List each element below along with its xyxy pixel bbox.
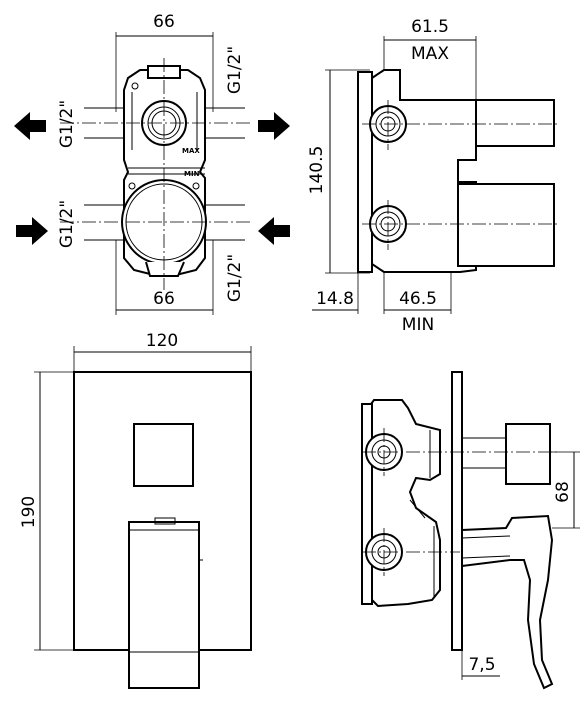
assembly-diverter-knob bbox=[505, 423, 551, 485]
max-stamp: MAX bbox=[182, 147, 200, 155]
outflow-arrow-left bbox=[14, 112, 46, 140]
plate-depth-dim-label: 7,5 bbox=[468, 655, 495, 675]
diverter-knob bbox=[133, 423, 194, 487]
offset-dim-label: 14.8 bbox=[316, 289, 354, 309]
width-dim-top-label: 66 bbox=[153, 12, 175, 32]
min-stamp: MIN bbox=[184, 170, 200, 178]
outflow-arrow-right bbox=[258, 112, 290, 140]
port-label-left-bottom: G1/2" bbox=[57, 200, 77, 248]
inflow-arrow-left bbox=[16, 217, 48, 245]
valve-body-front-view: 66 MAX MIN bbox=[14, 12, 290, 315]
assembly-valve-body bbox=[367, 399, 441, 608]
assembly-cover-plate bbox=[451, 371, 463, 651]
handle-offset-dim-label: 68 bbox=[553, 481, 573, 503]
outlet-nozzle-top bbox=[475, 99, 555, 147]
port-label-right-top: G1/2" bbox=[225, 46, 245, 94]
min-depth-dim-label: 46.5 bbox=[399, 289, 437, 309]
depth-dim-max-label: MAX bbox=[411, 44, 449, 64]
plate-width-dim-label: 120 bbox=[146, 331, 178, 351]
height-dim-label: 140.5 bbox=[307, 146, 327, 195]
depth-dim-label: 61.5 bbox=[411, 17, 449, 37]
cover-plate-front-view: 120 190 bbox=[19, 331, 252, 689]
port-label-left-top: G1/2" bbox=[57, 100, 77, 148]
cartridge-housing bbox=[457, 183, 555, 267]
assembly-frame bbox=[361, 403, 373, 605]
lever-handle bbox=[128, 521, 200, 689]
port-label-right-bottom: G1/2" bbox=[225, 254, 245, 302]
valve-body-side-view: 61.5 MAX 140.5 14.8 46.5 MIN bbox=[307, 17, 560, 335]
inflow-arrow-right bbox=[258, 217, 290, 245]
min-depth-min-label: MIN bbox=[402, 315, 434, 335]
mounting-frame bbox=[357, 71, 373, 273]
assembly-lever-handle bbox=[461, 514, 554, 690]
plate-height-dim-label: 190 bbox=[19, 496, 39, 528]
valve-body-bottom-lug bbox=[145, 261, 185, 277]
width-dim-bottom-label: 66 bbox=[153, 289, 175, 309]
assembly-side-view: 68 7,5 bbox=[361, 371, 580, 690]
